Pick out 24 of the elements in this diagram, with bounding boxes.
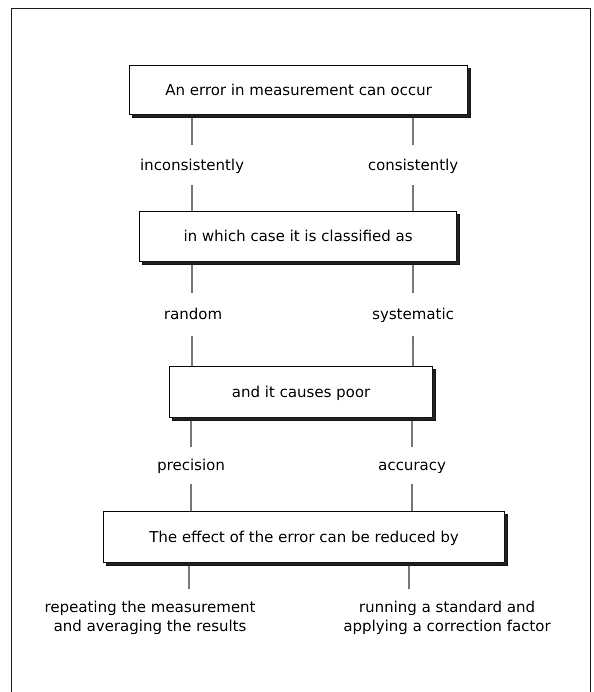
connector-line xyxy=(411,418,413,447)
branch-label: consistently xyxy=(368,156,458,174)
branch-label: running a standard and applying a correction factor xyxy=(342,598,552,636)
branch-label: systematic xyxy=(372,305,454,324)
connector-line xyxy=(411,484,413,511)
connector-line xyxy=(412,185,414,211)
branch-label: random xyxy=(164,305,222,324)
branch-label: precision xyxy=(157,456,225,475)
branch-label: inconsistently xyxy=(140,156,244,174)
connector-line xyxy=(191,185,193,211)
statement-box: and it causes poor xyxy=(169,366,433,418)
connector-line xyxy=(190,484,192,511)
connector-line xyxy=(412,336,414,366)
statement-box: An error in measurement can occur xyxy=(129,65,468,115)
connector-line xyxy=(412,262,414,293)
branch-label: repeating the measurement and averaging the results xyxy=(44,598,256,636)
connector-line xyxy=(412,115,414,145)
connector-line xyxy=(191,336,193,366)
statement-box: in which case it is classified as xyxy=(139,211,457,262)
connector-line xyxy=(190,418,192,447)
connector-line xyxy=(191,115,193,145)
connector-line xyxy=(191,262,193,293)
statement-box: The effect of the error can be reduced by xyxy=(103,511,505,563)
branch-label: accuracy xyxy=(378,456,446,475)
